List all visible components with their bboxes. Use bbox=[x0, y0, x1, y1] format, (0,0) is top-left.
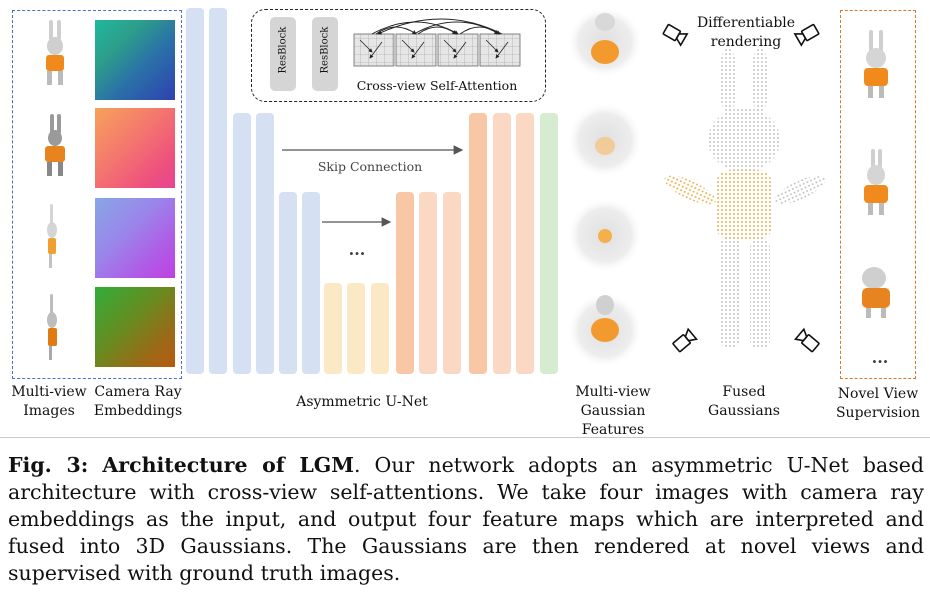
unet-encoder-bar-6 bbox=[302, 192, 320, 374]
novel-bunny-3 bbox=[862, 267, 890, 318]
caption-title: Architecture of LGM bbox=[102, 453, 354, 477]
bunny-view-1 bbox=[46, 20, 64, 85]
resblock-1-label: ResBlock bbox=[277, 26, 289, 74]
label-mv-gaussian-1: Multi-view bbox=[575, 384, 651, 400]
unet-encoder-bar-5 bbox=[279, 192, 297, 374]
unet-decoder-bar-6 bbox=[516, 113, 534, 374]
label-mv-gaussian-2: Gaussian Features bbox=[580, 403, 646, 438]
caption-fig-number: Fig. 3: bbox=[8, 453, 89, 477]
unet-encoder-bar-2 bbox=[209, 8, 227, 374]
bottleneck-ellipsis: ... bbox=[348, 240, 366, 259]
camera-icon-bottom-left bbox=[672, 327, 699, 353]
cross-view-attention-grid bbox=[353, 18, 521, 67]
ray-embedding-4 bbox=[95, 287, 175, 367]
camera-icon-bottom-right bbox=[793, 327, 820, 353]
label-novel-1: Novel View bbox=[837, 386, 919, 402]
caption-body: . Our network adopts an asymmetric U-Net… bbox=[8, 453, 924, 585]
label-fused-1: Fused bbox=[722, 384, 766, 400]
unet-bottleneck-bar-1 bbox=[324, 283, 342, 374]
fused-gaussians-bunny bbox=[664, 46, 826, 348]
unet-decoder-bar-2 bbox=[419, 192, 437, 374]
bunny-view-4 bbox=[47, 294, 57, 360]
label-multiview-images-1: Multi-view bbox=[11, 384, 87, 400]
ray-embedding-1 bbox=[95, 20, 175, 100]
multiview-input-box bbox=[12, 10, 182, 379]
ray-embedding-3 bbox=[95, 198, 175, 278]
unet-block-inset bbox=[251, 9, 546, 102]
camera-icon-top-right bbox=[793, 23, 820, 47]
skip-connection-arrows bbox=[282, 145, 464, 227]
ray-embedding-2 bbox=[95, 108, 175, 188]
figure-divider bbox=[0, 437, 930, 438]
label-camera-ray-1: Camera Ray bbox=[94, 384, 182, 400]
gaussian-feature-1 bbox=[567, 6, 643, 78]
novel-bunny-2 bbox=[864, 149, 888, 215]
unet-output-bar bbox=[540, 113, 558, 374]
skip-connection-label: Skip Connection bbox=[317, 159, 423, 174]
label-asymmetric-unet: Asymmetric U-Net bbox=[296, 394, 428, 410]
unet-bottleneck-bar-3 bbox=[371, 283, 389, 374]
resblock-2-label: ResBlock bbox=[319, 26, 331, 74]
label-fused-2: Gaussians bbox=[708, 403, 780, 419]
cross-view-attention-label: Cross-view Self-Attention bbox=[356, 78, 518, 93]
bunny-view-2 bbox=[45, 114, 65, 176]
gaussian-feature-2 bbox=[567, 102, 643, 178]
resblock-1 bbox=[270, 17, 296, 91]
input-view-images bbox=[45, 20, 65, 360]
unet-decoder-bar-4 bbox=[469, 113, 487, 374]
novel-view-images bbox=[862, 30, 890, 318]
diff-rendering-label-1: Differentiable bbox=[696, 15, 796, 31]
unet-encoder-bar-4 bbox=[256, 113, 274, 374]
bunny-view-3 bbox=[47, 204, 57, 268]
label-multiview-images-2: Images bbox=[23, 403, 75, 419]
gaussian-feature-maps bbox=[567, 6, 643, 368]
label-camera-ray-2: Embeddings bbox=[93, 403, 183, 419]
label-novel-2: Supervision bbox=[835, 405, 921, 421]
unet-decoder-bar-5 bbox=[493, 113, 511, 374]
unet-decoder-bar-3 bbox=[443, 192, 461, 374]
unet-decoder-bar-1 bbox=[396, 192, 414, 374]
unet-encoder-bar-1 bbox=[186, 8, 204, 374]
unet-encoder-bar-3 bbox=[233, 113, 251, 374]
novel-view-ellipsis: ... bbox=[871, 348, 889, 367]
figure-caption: Fig. 3: Architecture of LGM. Our network… bbox=[8, 452, 924, 587]
gaussian-feature-4 bbox=[567, 292, 643, 368]
novel-view-box bbox=[840, 10, 916, 379]
resblock-2 bbox=[312, 17, 338, 91]
gaussian-feature-3 bbox=[567, 197, 643, 273]
diff-rendering-label-2: rendering bbox=[710, 34, 782, 50]
novel-bunny-1 bbox=[864, 30, 888, 98]
unet-bottleneck-bar-2 bbox=[347, 283, 365, 374]
camera-icon-top-left bbox=[662, 23, 689, 47]
